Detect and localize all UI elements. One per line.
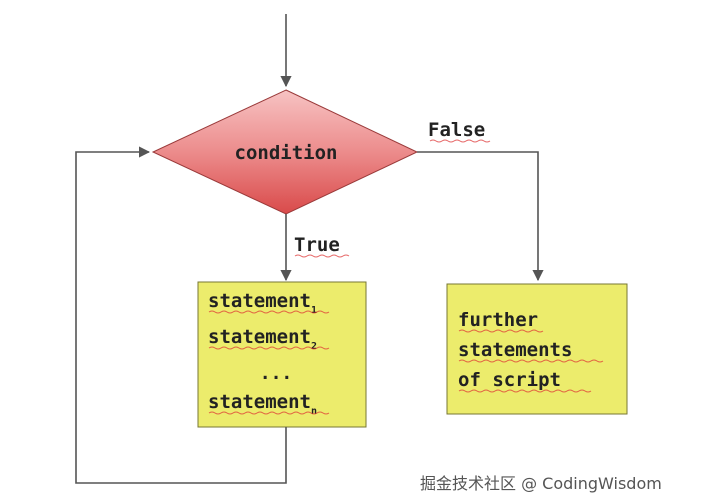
condition-label: condition <box>235 142 338 164</box>
further-line-1: further <box>458 309 538 331</box>
loop-ellipsis: ... <box>260 363 293 384</box>
loop-body-box <box>197 281 367 428</box>
loop-back-line <box>75 146 287 484</box>
true-label: True <box>294 234 340 256</box>
watermark-text: 掘金技术社区 @ CodingWisdom <box>420 474 662 493</box>
loop-statement-n: statementn <box>208 391 317 417</box>
further-line-2: statements <box>458 339 572 361</box>
further-statements-box <box>446 283 628 415</box>
loop-statement-1: statement1 <box>208 290 317 316</box>
false-label: False <box>428 119 485 141</box>
loop-statement-2: statement2 <box>208 326 317 352</box>
false-branch-line <box>417 151 544 282</box>
further-line-3: of script <box>458 369 561 391</box>
